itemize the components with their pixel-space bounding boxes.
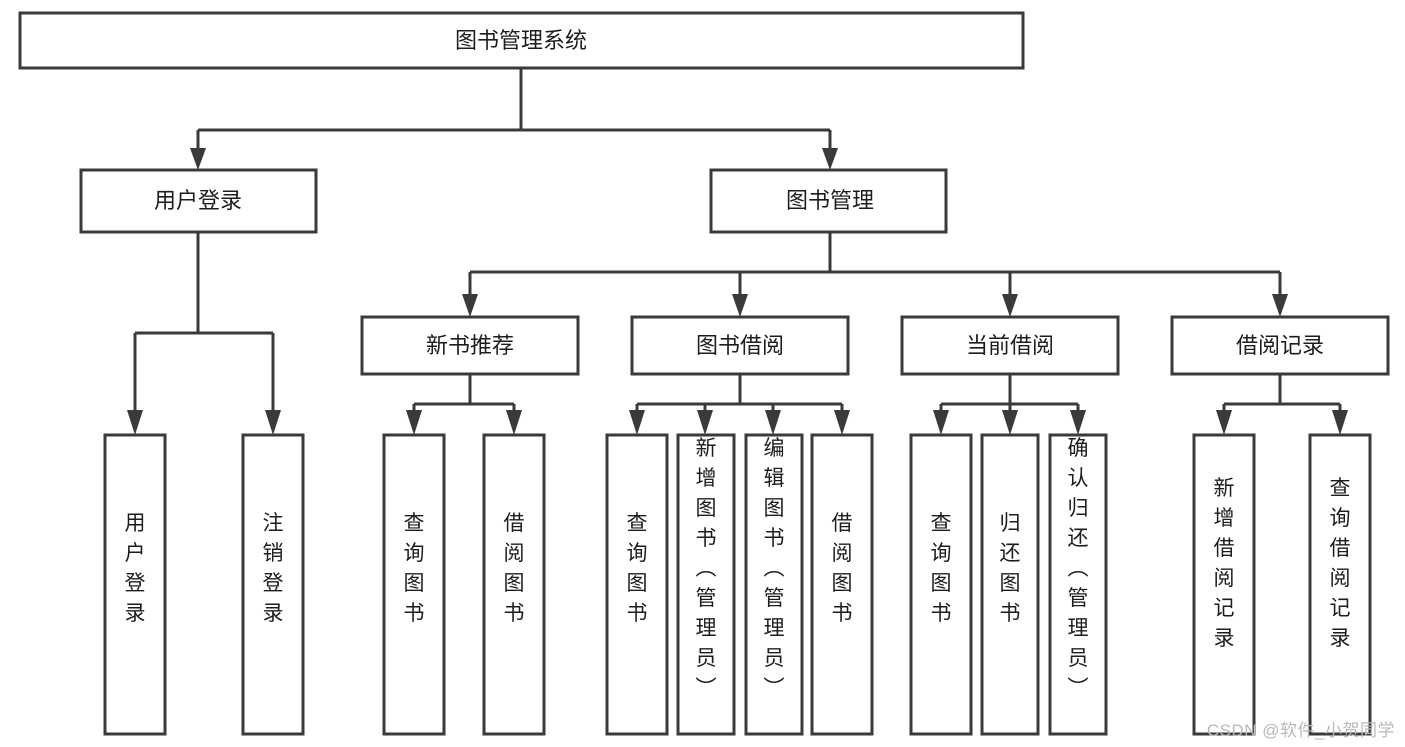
arrowhead-leaf-borrow-record-2 bbox=[1332, 410, 1348, 435]
arrowhead-user-login bbox=[190, 148, 206, 170]
node-current-borrow[interactable]: 当前借阅 bbox=[900, 315, 1120, 376]
leaf-current-borrow-2[interactable]: 归还图书 bbox=[980, 433, 1040, 736]
arrowhead-new-book bbox=[462, 294, 478, 317]
leaf-current-borrow-3-box[interactable] bbox=[1048, 433, 1108, 736]
arrowhead-leaf-user-login-2 bbox=[265, 410, 281, 435]
node-user-login[interactable]: 用户登录 bbox=[79, 168, 318, 234]
leaf-user-login-2[interactable]: 注销登录 bbox=[241, 433, 305, 736]
node-current-borrow-box[interactable] bbox=[900, 315, 1120, 376]
arrowhead-leaf-book-borrow-2 bbox=[697, 410, 713, 435]
leaf-user-login-1-box[interactable] bbox=[103, 433, 167, 736]
arrowhead-book-borrow bbox=[732, 294, 748, 317]
arrowhead-leaf-book-borrow-3 bbox=[765, 410, 781, 435]
node-root-box[interactable] bbox=[18, 11, 1025, 70]
arrowhead-current-borrow bbox=[1002, 294, 1018, 317]
node-book-manage-label: 图书管理 bbox=[786, 188, 874, 213]
node-user-login-box[interactable] bbox=[79, 168, 318, 234]
node-user-login-label: 用户登录 bbox=[154, 188, 242, 213]
arrowhead-book-manage bbox=[822, 148, 838, 170]
leaf-new-book-1-label: 查询图书 bbox=[404, 512, 425, 625]
leaf-user-login-1[interactable]: 用户登录 bbox=[103, 433, 167, 736]
leaf-user-login-2-label: 注销登录 bbox=[263, 512, 284, 625]
leaf-current-borrow-1[interactable]: 查询图书 bbox=[909, 433, 973, 736]
node-new-book-recommend-box[interactable] bbox=[360, 315, 580, 376]
node-book-borrow[interactable]: 图书借阅 bbox=[630, 315, 850, 376]
leaf-current-borrow-1-label: 查询图书 bbox=[931, 512, 952, 625]
connector-layer bbox=[127, 68, 1348, 435]
leaf-book-borrow-1-label: 查询图书 bbox=[627, 512, 648, 625]
arrowhead-borrow-record bbox=[1272, 294, 1288, 317]
node-borrow-record[interactable]: 借阅记录 bbox=[1170, 315, 1390, 376]
node-borrow-record-box[interactable] bbox=[1170, 315, 1390, 376]
arrowhead-leaf-current-borrow-2 bbox=[1002, 410, 1018, 435]
node-book-manage-box[interactable] bbox=[709, 168, 948, 234]
arrowhead-leaf-new-book-2 bbox=[506, 410, 522, 435]
node-current-borrow-label: 当前借阅 bbox=[966, 333, 1054, 358]
leaf-current-borrow-1-box[interactable] bbox=[909, 433, 973, 736]
arrowhead-leaf-book-borrow-1 bbox=[629, 410, 645, 435]
leaf-user-login-2-box[interactable] bbox=[241, 433, 305, 736]
leaf-new-book-1-box[interactable] bbox=[382, 433, 446, 736]
leaf-borrow-record-2[interactable]: 查询借阅记录 bbox=[1308, 433, 1372, 736]
leaf-book-borrow-1-box[interactable] bbox=[605, 433, 669, 736]
leaf-borrow-record-1[interactable]: 新增借阅记录 bbox=[1192, 433, 1256, 736]
leaf-new-book-1[interactable]: 查询图书 bbox=[382, 433, 446, 736]
leaf-book-borrow-4-box[interactable] bbox=[810, 433, 874, 736]
leaf-book-borrow-2-box[interactable] bbox=[676, 433, 736, 736]
leaf-borrow-record-1-box[interactable] bbox=[1192, 433, 1256, 736]
leaf-borrow-record-2-box[interactable] bbox=[1308, 433, 1372, 736]
leaf-book-borrow-4-label: 借阅图书 bbox=[832, 512, 853, 625]
leaf-book-borrow-3[interactable]: 编辑图书︵管理员︶ bbox=[744, 433, 804, 736]
leaf-book-borrow-2-label: 新增图书︵管理员︶ bbox=[696, 437, 717, 700]
node-new-book-recommend-label: 新书推荐 bbox=[426, 333, 514, 358]
arrowhead-leaf-new-book-1 bbox=[406, 410, 422, 435]
leaf-new-book-2-label: 借阅图书 bbox=[504, 512, 525, 625]
node-book-manage[interactable]: 图书管理 bbox=[709, 168, 948, 234]
leaf-current-borrow-3[interactable]: 确认归还︵管理员︶ bbox=[1048, 433, 1108, 736]
leaf-borrow-record-2-label: 查询借阅记录 bbox=[1330, 477, 1351, 650]
node-book-borrow-label: 图书借阅 bbox=[696, 333, 784, 358]
csdn-watermark: CSDN @软件_小贺同学 bbox=[1206, 721, 1395, 740]
leaf-book-borrow-3-label: 编辑图书︵管理员︶ bbox=[764, 437, 785, 700]
leaf-book-borrow-4[interactable]: 借阅图书 bbox=[810, 433, 874, 736]
arrowhead-leaf-book-borrow-4 bbox=[834, 410, 850, 435]
arrowhead-leaf-current-borrow-1 bbox=[933, 410, 949, 435]
node-root[interactable]: 图书管理系统 bbox=[18, 11, 1025, 70]
leaf-book-borrow-1[interactable]: 查询图书 bbox=[605, 433, 669, 736]
leaf-current-borrow-2-label: 归还图书 bbox=[1000, 512, 1021, 625]
arrowhead-leaf-current-borrow-3 bbox=[1070, 410, 1086, 435]
leaf-book-borrow-2[interactable]: 新增图书︵管理员︶ bbox=[676, 433, 736, 736]
arrowhead-leaf-user-login-1 bbox=[127, 410, 143, 435]
node-borrow-record-label: 借阅记录 bbox=[1236, 333, 1324, 358]
node-root-label: 图书管理系统 bbox=[455, 28, 587, 53]
node-book-borrow-box[interactable] bbox=[630, 315, 850, 376]
arrowhead-leaf-borrow-record-1 bbox=[1216, 410, 1232, 435]
leaf-book-borrow-3-box[interactable] bbox=[744, 433, 804, 736]
leaf-user-login-1-label: 用户登录 bbox=[125, 512, 146, 625]
node-new-book-recommend[interactable]: 新书推荐 bbox=[360, 315, 580, 376]
leaf-borrow-record-1-label: 新增借阅记录 bbox=[1214, 477, 1235, 650]
leaf-current-borrow-3-label: 确认归还︵管理员︶ bbox=[1068, 437, 1089, 700]
leaf-new-book-2-box[interactable] bbox=[482, 433, 546, 736]
leaf-new-book-2[interactable]: 借阅图书 bbox=[482, 433, 546, 736]
leaf-current-borrow-2-box[interactable] bbox=[980, 433, 1040, 736]
